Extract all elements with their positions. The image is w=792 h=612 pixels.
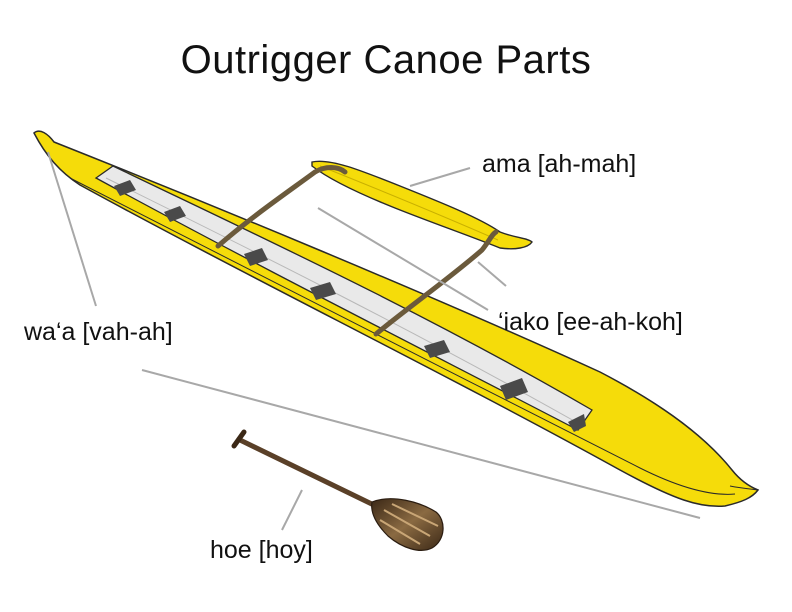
iako-booms [215,165,499,337]
hoe-paddle [231,429,444,551]
leader-line-waa-2 [141,369,701,519]
leader-lines [47,151,701,531]
leader-line-hoe [281,489,303,531]
seats [114,180,586,432]
label-ama: ama [ah-mah] [482,150,637,178]
leader-line-iako-2 [477,261,507,287]
label-waa: wa‘a [vah-ah] [24,318,173,346]
label-hoe: hoe [hoy] [210,536,313,564]
leader-line-ama [409,167,471,187]
ama-float [311,160,533,250]
leader-line-iako-1 [317,207,489,311]
leader-line-waa-1 [47,151,97,307]
label-iako: ‘iako [ee-ah-koh] [498,308,683,336]
diagram-title: Outrigger Canoe Parts [180,38,592,82]
